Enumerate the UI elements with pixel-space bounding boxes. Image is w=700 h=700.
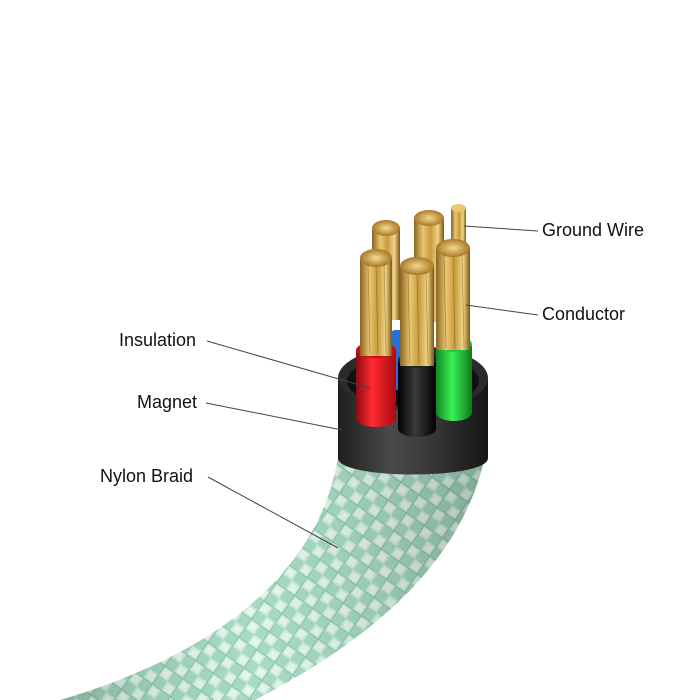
leader-lines [205, 225, 539, 549]
nylon-braid-leader [207, 476, 339, 549]
nylon-braid-body [60, 440, 488, 700]
red-insulation [356, 350, 396, 427]
green-insulation [436, 344, 472, 421]
copper-conductors [360, 204, 470, 366]
insulation-leader [206, 340, 371, 389]
nylon-braid-label: Nylon Braid [100, 466, 194, 486]
ground-wire-leader [463, 225, 539, 232]
insulation-label: Insulation [119, 330, 197, 350]
black-insulation [398, 360, 436, 437]
magnet-leader [205, 402, 343, 431]
ground-wire-label: Ground Wire [542, 220, 645, 240]
magnet-label: Magnet [137, 392, 198, 412]
conductor-leader [465, 304, 539, 316]
conductor-label: Conductor [542, 304, 626, 324]
